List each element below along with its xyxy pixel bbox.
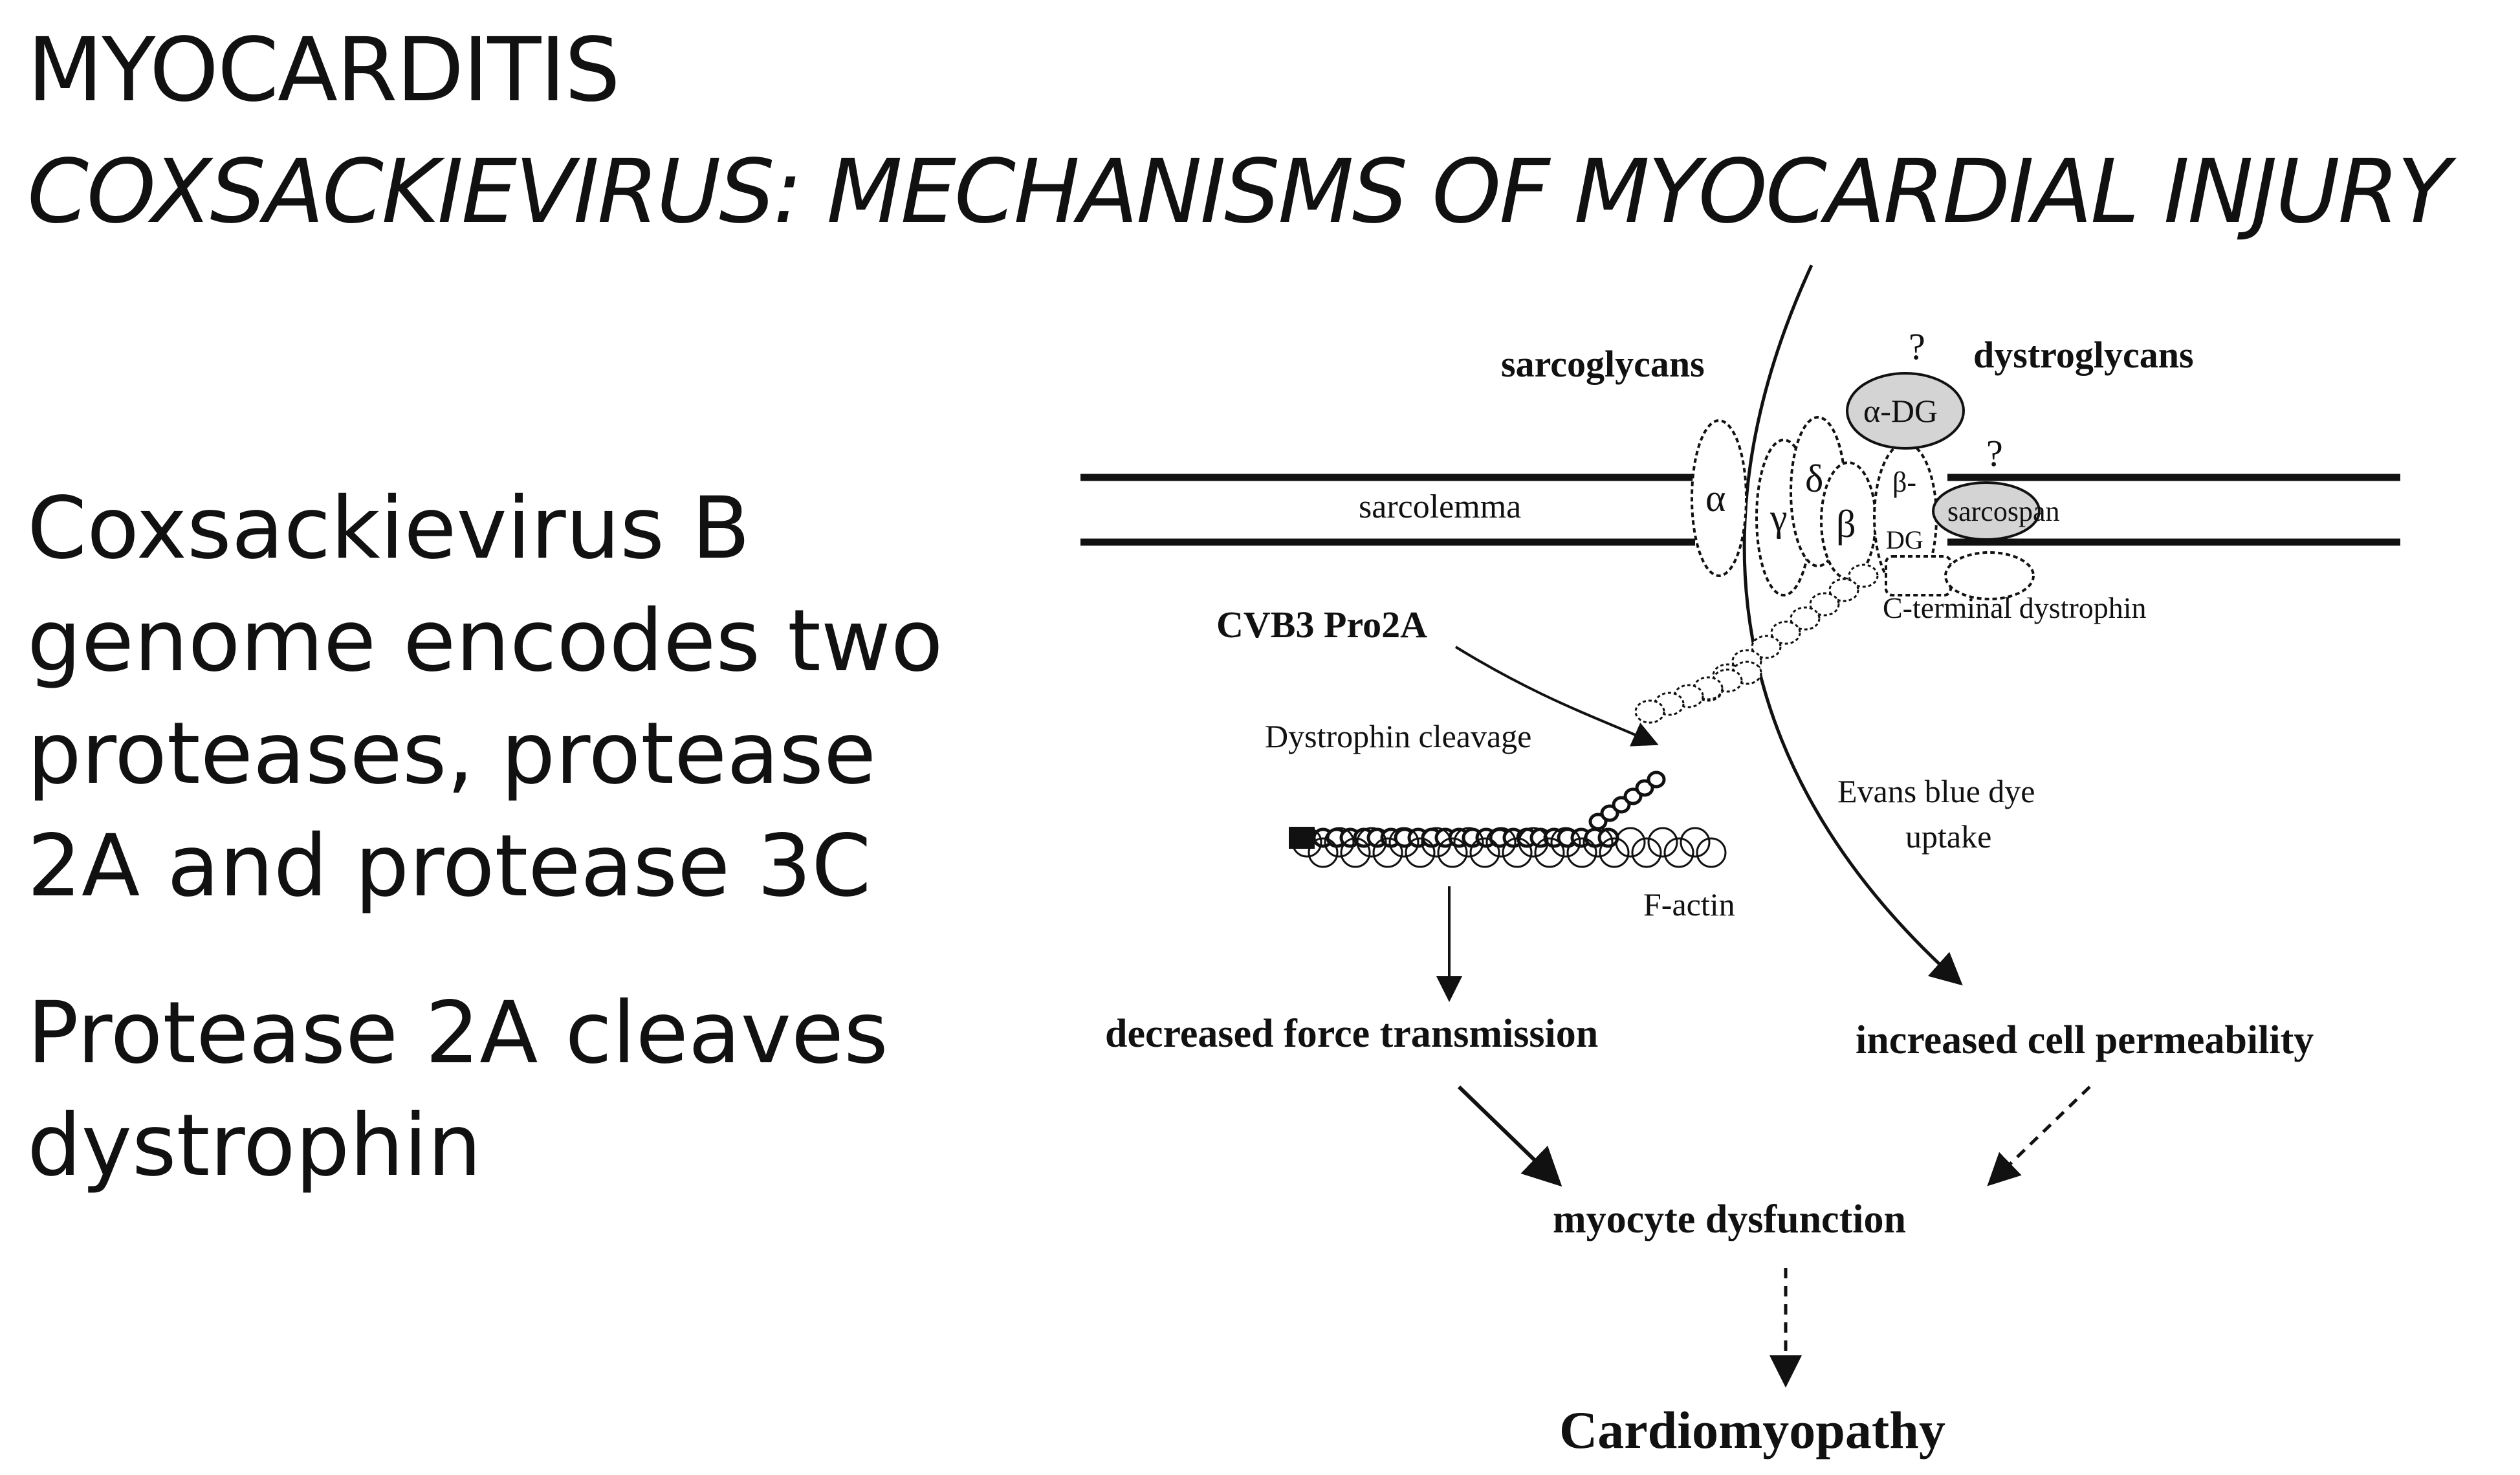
actin-monomer bbox=[1615, 827, 1646, 858]
delta-label: δ bbox=[1805, 457, 1823, 500]
beta-dg-label-1: β- bbox=[1892, 466, 1916, 498]
text-line: genome encodes two bbox=[27, 591, 943, 691]
slide-subtitle: COXSACKIEVIRUS: MECHANISMS OF MYOCARDIAL… bbox=[27, 141, 2451, 243]
actin-monomer bbox=[1340, 837, 1371, 868]
dystrophin-bead bbox=[1647, 770, 1666, 789]
dystrophin-bead bbox=[1751, 635, 1782, 659]
dystrophin-chain bbox=[1634, 563, 1879, 724]
actin-monomer bbox=[1308, 837, 1339, 868]
sarcospan-oval bbox=[1932, 481, 2041, 541]
actin-monomer bbox=[1356, 827, 1387, 858]
actin-monomer bbox=[1696, 837, 1727, 868]
decreased-force-label: decreased force transmission bbox=[1105, 1012, 1598, 1056]
beta-label: β bbox=[1836, 503, 1856, 545]
dystrophin-bead bbox=[1634, 699, 1665, 724]
actin-monomer bbox=[1324, 827, 1355, 858]
actin-monomer bbox=[1291, 827, 1322, 858]
cell-boundary-curve bbox=[1742, 264, 1963, 986]
c-terminal-dystrophin-label: C-terminal dystrophin bbox=[1883, 591, 2147, 624]
myocyte-dysfunction-label: myocyte dysfunction bbox=[1553, 1197, 1906, 1241]
actin-monomer bbox=[1647, 827, 1678, 858]
question-mark-sarcospan: ? bbox=[1986, 432, 2003, 474]
actin-monomer bbox=[1372, 837, 1403, 868]
actin-monomer bbox=[1518, 827, 1549, 858]
text-line: 2A and protease 3C bbox=[27, 816, 871, 916]
text-line: dystrophin bbox=[27, 1096, 482, 1196]
slide-title: MYOCARDITIS bbox=[27, 19, 620, 122]
dystrophin-c-term-oval bbox=[1944, 551, 2035, 600]
increased-permeability-label: increased cell permeability bbox=[1856, 1018, 2314, 1062]
alpha-dg-label: α-DG bbox=[1863, 393, 1938, 429]
sarcolemma-membrane bbox=[1080, 474, 2400, 546]
actin-monomer bbox=[1550, 827, 1581, 858]
alpha-label: α bbox=[1705, 477, 1726, 519]
gamma-label: γ bbox=[1769, 496, 1788, 539]
actin-monomer bbox=[1437, 837, 1468, 868]
f-actin-label: F-actin bbox=[1643, 886, 1735, 923]
sarcoglycan-complex bbox=[1691, 416, 2035, 600]
permeability-to-myocyte-arrow bbox=[1987, 1086, 2091, 1186]
actin-monomer bbox=[1453, 827, 1484, 858]
text-line: Coxsackievirus B bbox=[27, 479, 751, 578]
paragraph-protease-genome: Coxsackievirus B genome encodes two prot… bbox=[27, 472, 943, 923]
actin-monomer bbox=[1534, 837, 1565, 868]
cvb3-pro2a-label: CVB3 Pro2A bbox=[1216, 604, 1427, 646]
dystrophin-bead bbox=[1828, 578, 1859, 602]
actin-monomer bbox=[1631, 837, 1662, 868]
cvb3-arrow bbox=[1454, 646, 1659, 747]
paragraph-protease-cleaves: Protease 2A cleaves dystrophin bbox=[27, 977, 888, 1202]
text-line: Protease 2A cleaves bbox=[27, 983, 888, 1083]
actin-monomer bbox=[1566, 837, 1597, 868]
actin-monomer bbox=[1663, 837, 1694, 868]
dystrophin-c-term-block bbox=[1885, 555, 1952, 596]
actin-monomer bbox=[1599, 837, 1630, 868]
dystrophin-bead bbox=[1790, 606, 1821, 631]
evans-blue-label-1: Evans blue dye bbox=[1837, 773, 2035, 809]
alpha-dg-oval bbox=[1846, 372, 1965, 450]
actin-monomer bbox=[1469, 837, 1500, 868]
dystrophin-bead bbox=[1809, 592, 1840, 617]
text-line: proteases, protease bbox=[27, 704, 877, 803]
dystrophin-cleavage-label: Dystrophin cleavage bbox=[1265, 718, 1531, 754]
actin-monomer bbox=[1388, 827, 1419, 858]
evans-blue-label-2: uptake bbox=[1905, 818, 1991, 855]
actin-monomer bbox=[1680, 827, 1711, 858]
dystrophin-bead bbox=[1770, 620, 1801, 645]
question-mark-alpha-dg: ? bbox=[1909, 325, 1925, 367]
actin-monomer bbox=[1583, 827, 1614, 858]
actin-monomer bbox=[1421, 827, 1452, 858]
sarcospan-label: sarcospan bbox=[1947, 496, 2060, 527]
dystroglycans-label: dystroglycans bbox=[1973, 334, 2194, 376]
sarcoglycans-label: sarcoglycans bbox=[1501, 343, 1705, 385]
actin-monomer bbox=[1502, 837, 1533, 868]
cardiomyopathy-label: Cardiomyopathy bbox=[1559, 1401, 1945, 1459]
dystrophin-bead bbox=[1848, 563, 1879, 588]
beta-dg-label-2: DG bbox=[1886, 525, 1923, 554]
actin-monomer bbox=[1405, 837, 1436, 868]
alpha-sarcoglycan bbox=[1691, 419, 1748, 577]
sarcolemma-label: sarcolemma bbox=[1359, 488, 1521, 525]
actin-monomer bbox=[1485, 827, 1517, 858]
factin-strand bbox=[1289, 770, 1727, 868]
force-to-myocyte-arrow bbox=[1457, 1085, 1562, 1187]
